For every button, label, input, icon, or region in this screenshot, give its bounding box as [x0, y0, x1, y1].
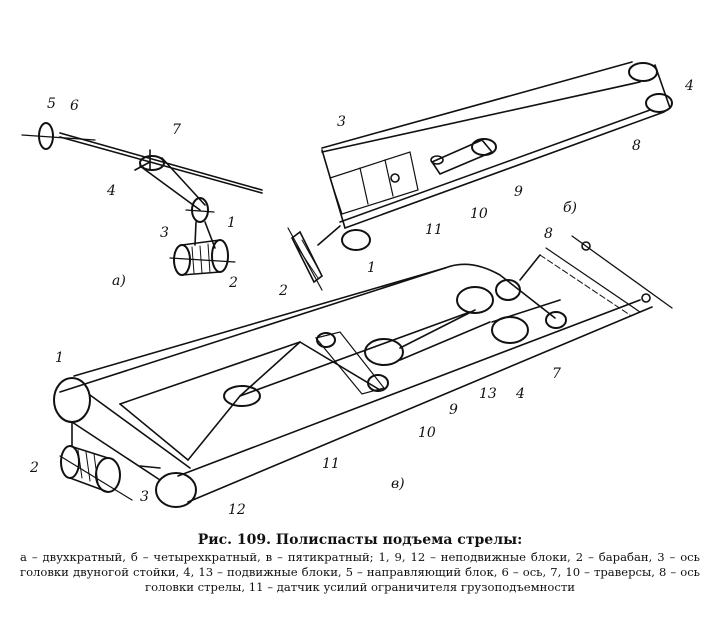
caption-title: Рис. 109. Полиспасты подъема стрелы:	[197, 532, 523, 548]
subfigure-label-v: в)	[391, 476, 405, 492]
figure-caption: Рис. 109. Полиспасты подъема стрелы: а –…	[20, 532, 700, 595]
label-a-7: 7	[172, 122, 181, 138]
label-v-10: 10	[418, 425, 436, 441]
label-b-2: 2	[278, 283, 288, 299]
diagram-canvas: 5 6 7 4 3 1 2 а) 3 4 8 9 10 11 1 2 б) 8 …	[21, 61, 694, 518]
label-a-3: 3	[160, 225, 169, 241]
label-a-1: 1	[227, 215, 236, 231]
label-v-12: 12	[228, 502, 246, 518]
label-a-6: 6	[70, 98, 79, 114]
label-b-10: 10	[470, 206, 488, 222]
caption-body: а – двухкратный, б – четырехкратный, в –…	[20, 550, 700, 594]
label-v-7: 7	[552, 366, 561, 382]
label-v-8: 8	[544, 226, 553, 242]
label-b-8: 8	[632, 138, 641, 154]
label-b-9: 9	[514, 184, 523, 200]
label-b-4: 4	[684, 78, 694, 94]
label-v-1: 1	[55, 350, 64, 366]
label-b-3: 3	[337, 114, 346, 130]
label-v-2: 2	[29, 460, 39, 476]
subfigure-label-b: б)	[563, 200, 577, 216]
diagram-labels: 5 6 7 4 3 1 2 а) 3 4 8 9 10 11 1 2 б) 8 …	[29, 78, 694, 518]
label-v-3: 3	[140, 489, 149, 505]
label-v-9: 9	[449, 402, 458, 418]
subfigure-label-a: а)	[112, 273, 126, 289]
label-b-11: 11	[425, 222, 443, 238]
label-b-1: 1	[367, 260, 376, 276]
label-v-4: 4	[515, 386, 525, 402]
label-a-2: 2	[228, 275, 238, 291]
diagram-b	[287, 61, 673, 291]
label-v-13: 13	[479, 386, 497, 402]
label-a-5: 5	[47, 96, 56, 112]
diagram-a	[21, 122, 263, 276]
label-a-4: 4	[106, 183, 116, 199]
pulley-diagram: 5 6 7 4 3 1 2 а) 3 4 8 9 10 11 1 2 б) 8 …	[21, 61, 694, 518]
label-v-11: 11	[322, 456, 340, 472]
diagram-v	[53, 235, 673, 508]
